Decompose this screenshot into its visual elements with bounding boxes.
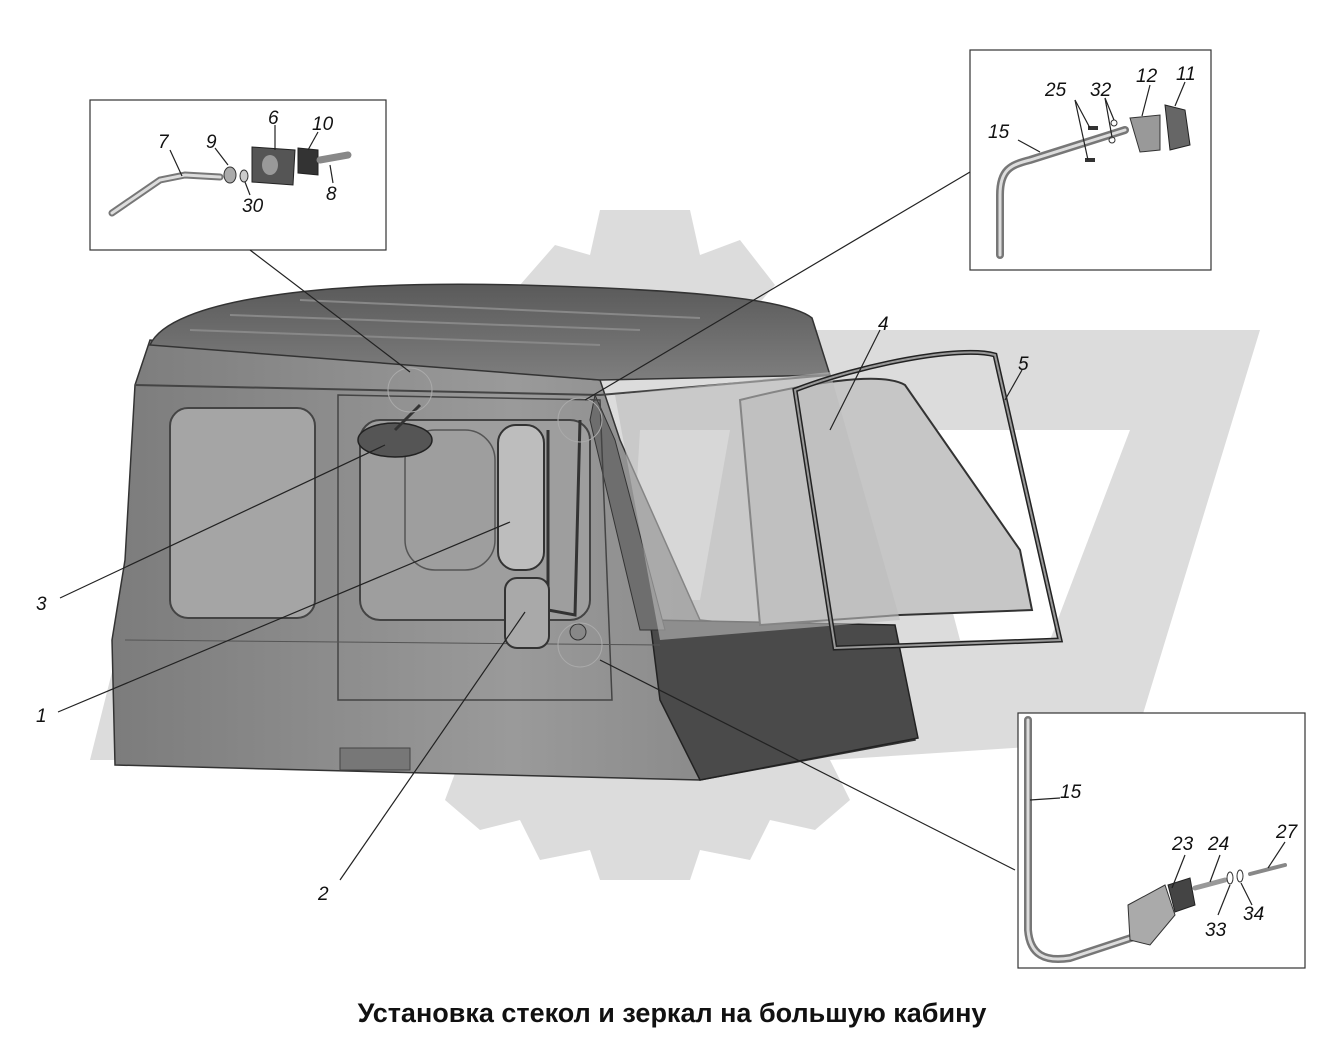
- inset-interior-mirror-mount: [89, 99, 387, 251]
- callout-5-label: 5: [1018, 354, 1029, 375]
- callout-15-lower-label: 15: [1060, 782, 1082, 803]
- figure-caption: Установка стекол и зеркал на большую каб…: [357, 998, 987, 1028]
- upper-mirror-bracket-parts: [996, 104, 1191, 259]
- callout-8-label: 8: [326, 184, 337, 205]
- callout-9-label: 9: [206, 132, 217, 153]
- callout-34-label: 34: [1243, 904, 1264, 925]
- callout-3-label: 2: [317, 884, 329, 905]
- callout-7-label: 7: [158, 132, 170, 153]
- callout-12-label: 12: [1136, 66, 1158, 87]
- callout-27-label: 27: [1275, 822, 1299, 843]
- callout-25-label: 25: [1044, 80, 1067, 101]
- main-mirror: [497, 419, 582, 617]
- callout-24-label: 24: [1207, 834, 1229, 855]
- callout-11-label: 11: [1176, 64, 1196, 85]
- callout-6-label: 6: [268, 108, 279, 129]
- callout-32-label: 32: [1090, 80, 1112, 101]
- leader-lines: [57, 81, 1286, 916]
- interior-mirror-mount-parts: [108, 146, 352, 217]
- callout-labels: 3 1 2 4 5 7 9 6 10 8 30 25 32 12 11 15 1…: [36, 64, 1299, 941]
- callout-1-label: 3: [36, 594, 47, 615]
- callout-23-label: 23: [1171, 834, 1194, 855]
- callout-15-upper-label: 15: [988, 122, 1010, 143]
- callout-33-label: 33: [1205, 920, 1227, 941]
- detail-markers: [387, 367, 603, 668]
- callout-10-label: 10: [312, 114, 334, 135]
- callout-30-label: 30: [242, 196, 264, 217]
- wide-angle-mirror: [504, 577, 587, 649]
- lower-mirror-bracket-parts: [1024, 716, 1287, 963]
- callout-2-label: 1: [36, 706, 47, 727]
- windshield: [615, 372, 1034, 640]
- windshield-seal: [792, 349, 1064, 651]
- callout-4-label: 4: [878, 314, 889, 335]
